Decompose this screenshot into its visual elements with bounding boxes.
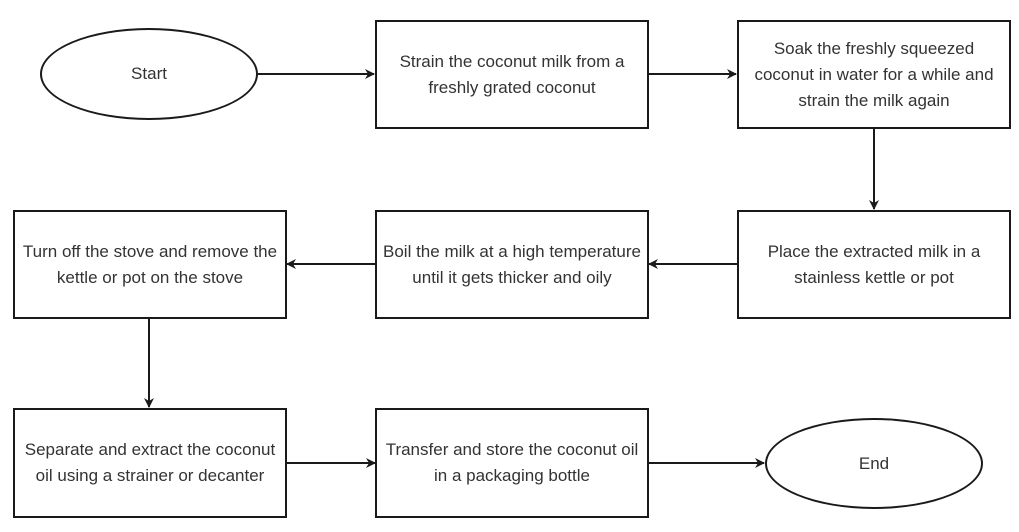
step-boil-label: Boil the milk at a high temperature unti… — [383, 241, 641, 287]
step-soak[interactable]: Soak the freshly squeezed coconut in wat… — [737, 20, 1011, 129]
step-place-label: Place the extracted milk in a stainless … — [767, 241, 981, 287]
step-turnoff[interactable]: Turn off the stove and remove the kettle… — [13, 210, 287, 319]
step-separate[interactable]: Separate and extract the coconut oil usi… — [13, 408, 287, 518]
end-node[interactable]: End — [765, 418, 983, 509]
step-place[interactable]: Place the extracted milk in a stainless … — [737, 210, 1011, 319]
step-separate-label: Separate and extract the coconut oil usi… — [24, 440, 276, 485]
step-strain-label: Strain the coconut milk from a freshly g… — [399, 51, 625, 97]
step-transfer[interactable]: Transfer and store the coconut oil in a … — [375, 408, 649, 518]
end-label: End — [858, 453, 890, 473]
step-turnoff-label: Turn off the stove and remove the kettle… — [22, 241, 278, 287]
step-strain[interactable]: Strain the coconut milk from a freshly g… — [375, 20, 649, 129]
start-label: Start — [131, 64, 167, 83]
start-node[interactable]: Start — [40, 28, 258, 120]
step-transfer-label: Transfer and store the coconut oil in a … — [385, 440, 639, 485]
step-soak-label: Soak the freshly squeezed coconut in wat… — [754, 38, 994, 110]
step-boil[interactable]: Boil the milk at a high temperature unti… — [375, 210, 649, 319]
